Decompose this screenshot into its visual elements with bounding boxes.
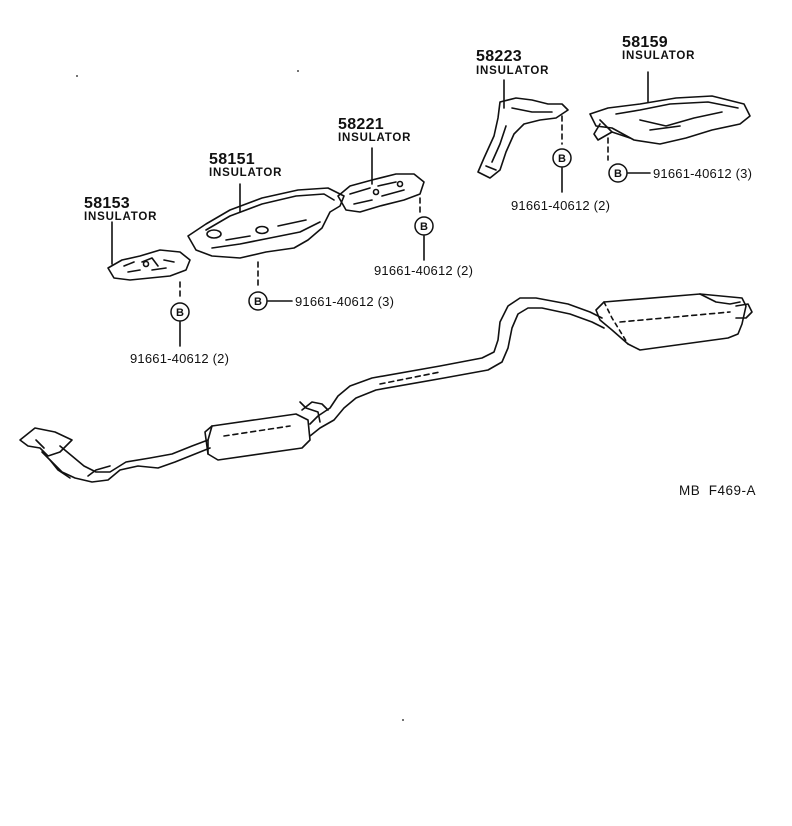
- part-number-58153: 58153: [84, 195, 130, 212]
- insulator-58159-shape: [589, 95, 751, 145]
- insulator-58153-shape: [107, 249, 191, 281]
- part-name-58221: INSULATOR: [338, 132, 412, 144]
- exhaust-pipe-assembly: [19, 293, 753, 483]
- bolt-callout-2: 91661-40612 (3): [295, 295, 394, 308]
- bolt-symbol-2-text: B: [254, 296, 262, 308]
- bolt-symbol-5: B: [608, 163, 628, 183]
- scan-specks: [76, 70, 404, 721]
- insulator-58221-shape: [337, 173, 425, 213]
- bolt-callout-5-part: 91661-40612: [653, 166, 732, 181]
- bolt-callout-4-qty: (2): [593, 198, 611, 213]
- insulator-58151-shape: [187, 187, 345, 259]
- insulator-58223-shape: [477, 97, 569, 179]
- bolt-callout-4: 91661-40612 (2): [511, 199, 610, 212]
- bolt-symbol-1: B: [170, 302, 190, 322]
- part-number-58223: 58223: [476, 48, 522, 65]
- figure-code: MB F469-A: [679, 483, 757, 498]
- bolt-symbol-2: B: [248, 291, 268, 311]
- bolt-callout-2-qty: (3): [377, 294, 395, 309]
- bolt-symbol-3-text: B: [420, 221, 428, 233]
- bolt-symbol-3: B: [414, 216, 434, 236]
- part-number-58151: 58151: [209, 151, 255, 168]
- part-number-58159: 58159: [622, 34, 668, 51]
- bolt-symbol-4-text: B: [558, 153, 566, 165]
- bolt-callout-4-part: 91661-40612: [511, 198, 590, 213]
- part-name-58153: INSULATOR: [84, 211, 158, 223]
- part-name-58151: INSULATOR: [209, 167, 283, 179]
- bolt-callout-1-part: 91661-40612: [130, 351, 209, 366]
- bolt-symbol-5-text: B: [614, 168, 622, 180]
- bolt-callout-2-part: 91661-40612: [295, 294, 374, 309]
- bolt-callout-3: 91661-40612 (2): [374, 264, 473, 277]
- part-number-58221: 58221: [338, 116, 384, 133]
- bolt-symbol-1-text: B: [176, 307, 184, 319]
- bolt-callout-5-qty: (3): [735, 166, 753, 181]
- part-name-58159: INSULATOR: [622, 50, 696, 62]
- bolt-callout-1: 91661-40612 (2): [130, 352, 229, 365]
- bolt-callout-3-part: 91661-40612: [374, 263, 453, 278]
- bolt-symbol-4: B: [552, 148, 572, 168]
- bolt-callout-5: 91661-40612 (3): [653, 167, 752, 180]
- bolt-callout-3-qty: (2): [456, 263, 474, 278]
- part-name-58223: INSULATOR: [476, 65, 550, 77]
- bolt-callout-1-qty: (2): [212, 351, 230, 366]
